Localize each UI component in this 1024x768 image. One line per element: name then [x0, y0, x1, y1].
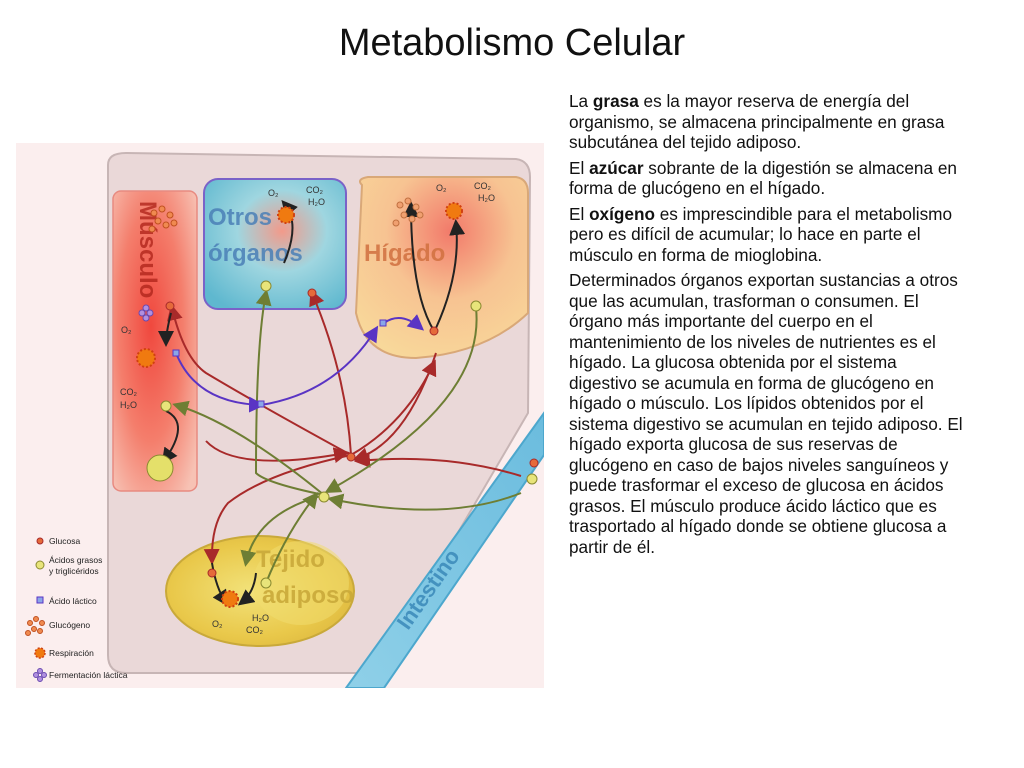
fatty-acid-large [146, 454, 174, 482]
legend-lactic-label: Ácido láctico [49, 596, 97, 606]
metabolism-diagram: Intestino Músculo Otros órganos Hígado T… [16, 143, 544, 688]
other-organs [203, 178, 347, 310]
muscle-label: Músculo [134, 201, 161, 298]
metabolite-nodes [146, 280, 539, 589]
respiration-star [221, 590, 239, 608]
arrow-internal-5 [435, 219, 466, 329]
liver-label: Hígado [364, 240, 445, 267]
legend-lactic-icon [36, 596, 44, 604]
legend-glucose-icon [36, 537, 44, 545]
fatty-acid-node [260, 577, 272, 589]
co2-label: CO₂ [120, 387, 138, 397]
co2-label: CO₂ [306, 185, 324, 195]
arrow-glucose-6 [203, 454, 352, 565]
legend-fatty-acid-label-1: Ácidos grasos [49, 555, 102, 565]
fermentation-flower-muscle [138, 304, 154, 322]
liver-organ [354, 176, 529, 360]
fatty-acid-node [260, 280, 272, 292]
slide-title: Metabolismo Celular [338, 22, 686, 64]
h2o-label: H₂O [120, 400, 137, 410]
paragraph-oxygen: El oxígeno es imprescindible para el met… [569, 203, 953, 265]
arrow-fatty-5 [324, 307, 478, 493]
glycogen-cluster-liver [392, 197, 424, 227]
fatty-acid-node [160, 400, 172, 412]
keyword-fat: grasa [592, 91, 639, 111]
o2-label: O₂ [436, 183, 447, 193]
legend: Glucosa Ácidos grasos y triglicéridos Ác… [25, 536, 128, 682]
arrow-fatty-1 [327, 492, 522, 511]
paragraph-sugar: El azúcar sobrante de la digestión se al… [569, 157, 957, 199]
arrow-internal-4 [403, 201, 435, 332]
o2-label: O₂ [268, 188, 279, 198]
legend-glycogen-icon [25, 616, 45, 636]
arrow-internal-2 [161, 410, 179, 465]
glucose-node [307, 288, 317, 298]
keyword-sugar: azúcar [589, 157, 644, 178]
arrow-lactic-3 [383, 314, 425, 331]
h2o-label: H₂O [478, 193, 495, 203]
respiration-star [445, 202, 463, 220]
legend-glucose-label: Glucosa [49, 536, 80, 546]
glucose-node [346, 452, 356, 462]
glucose-node [429, 326, 439, 336]
glucose-node [165, 301, 175, 311]
legend-fatty-acid-label-2: y triglicéridos [49, 566, 99, 576]
fatty-acid-node [470, 300, 482, 312]
arrow-internal-3 [281, 199, 298, 264]
legend-respiration-label: Respiración [49, 648, 94, 658]
respiration-stars [136, 202, 463, 608]
glucose-node [529, 458, 539, 468]
arrow-fatty-3 [172, 400, 325, 496]
h2o-label: H₂O [308, 197, 325, 207]
other-organs-label-1: Otros [208, 204, 272, 231]
paragraph-organs: Determinados órganos exportan sustancias… [569, 270, 963, 557]
arrow-glucose-1 [167, 304, 352, 456]
respiration-star [136, 348, 156, 368]
legend-respiration-icon [34, 647, 46, 659]
respiration-star [277, 206, 295, 224]
fatty-acid-node [526, 473, 538, 485]
co2-label: CO₂ [246, 625, 264, 635]
co2-label: CO₂ [474, 181, 492, 191]
legend-fermentation-label: Fermentación láctica [49, 670, 128, 680]
arrow-lactic-1 [175, 352, 265, 413]
arrow-fatty-2 [254, 289, 325, 496]
adipose-inner [253, 541, 349, 625]
o2-label: O₂ [212, 619, 223, 629]
lactic-node [379, 319, 387, 327]
arrow-lactic-2 [260, 325, 379, 406]
adipose-label-1: Tejido [256, 546, 325, 573]
arrow-glucose-2 [309, 289, 352, 456]
glucose-node [207, 568, 217, 578]
lactic-node [172, 349, 180, 357]
h2o-label: H₂O [252, 613, 269, 623]
legend-fermentation-icon [33, 668, 47, 682]
adipose-label-2: adiposo [262, 582, 354, 609]
intestine-shape [344, 411, 544, 688]
arrow-fatty-6 [265, 491, 319, 584]
text-panel: La grasa es la mayor reserva de energía … [569, 91, 969, 562]
keyword-oxygen: oxígeno [589, 203, 655, 224]
legend-glycogen-label: Glucógeno [49, 620, 90, 630]
o2-label: O₂ [121, 325, 132, 335]
paragraph-fat: La grasa es la mayor reserva de energía … [569, 91, 945, 152]
lactic-node [257, 400, 265, 408]
arrow-internal-7 [237, 572, 257, 606]
glycogen-cluster-muscle [148, 205, 178, 233]
arrow-internal-1 [158, 312, 175, 347]
fatty-acid-node [318, 491, 330, 503]
legend-fatty-acid-icon [35, 560, 45, 570]
